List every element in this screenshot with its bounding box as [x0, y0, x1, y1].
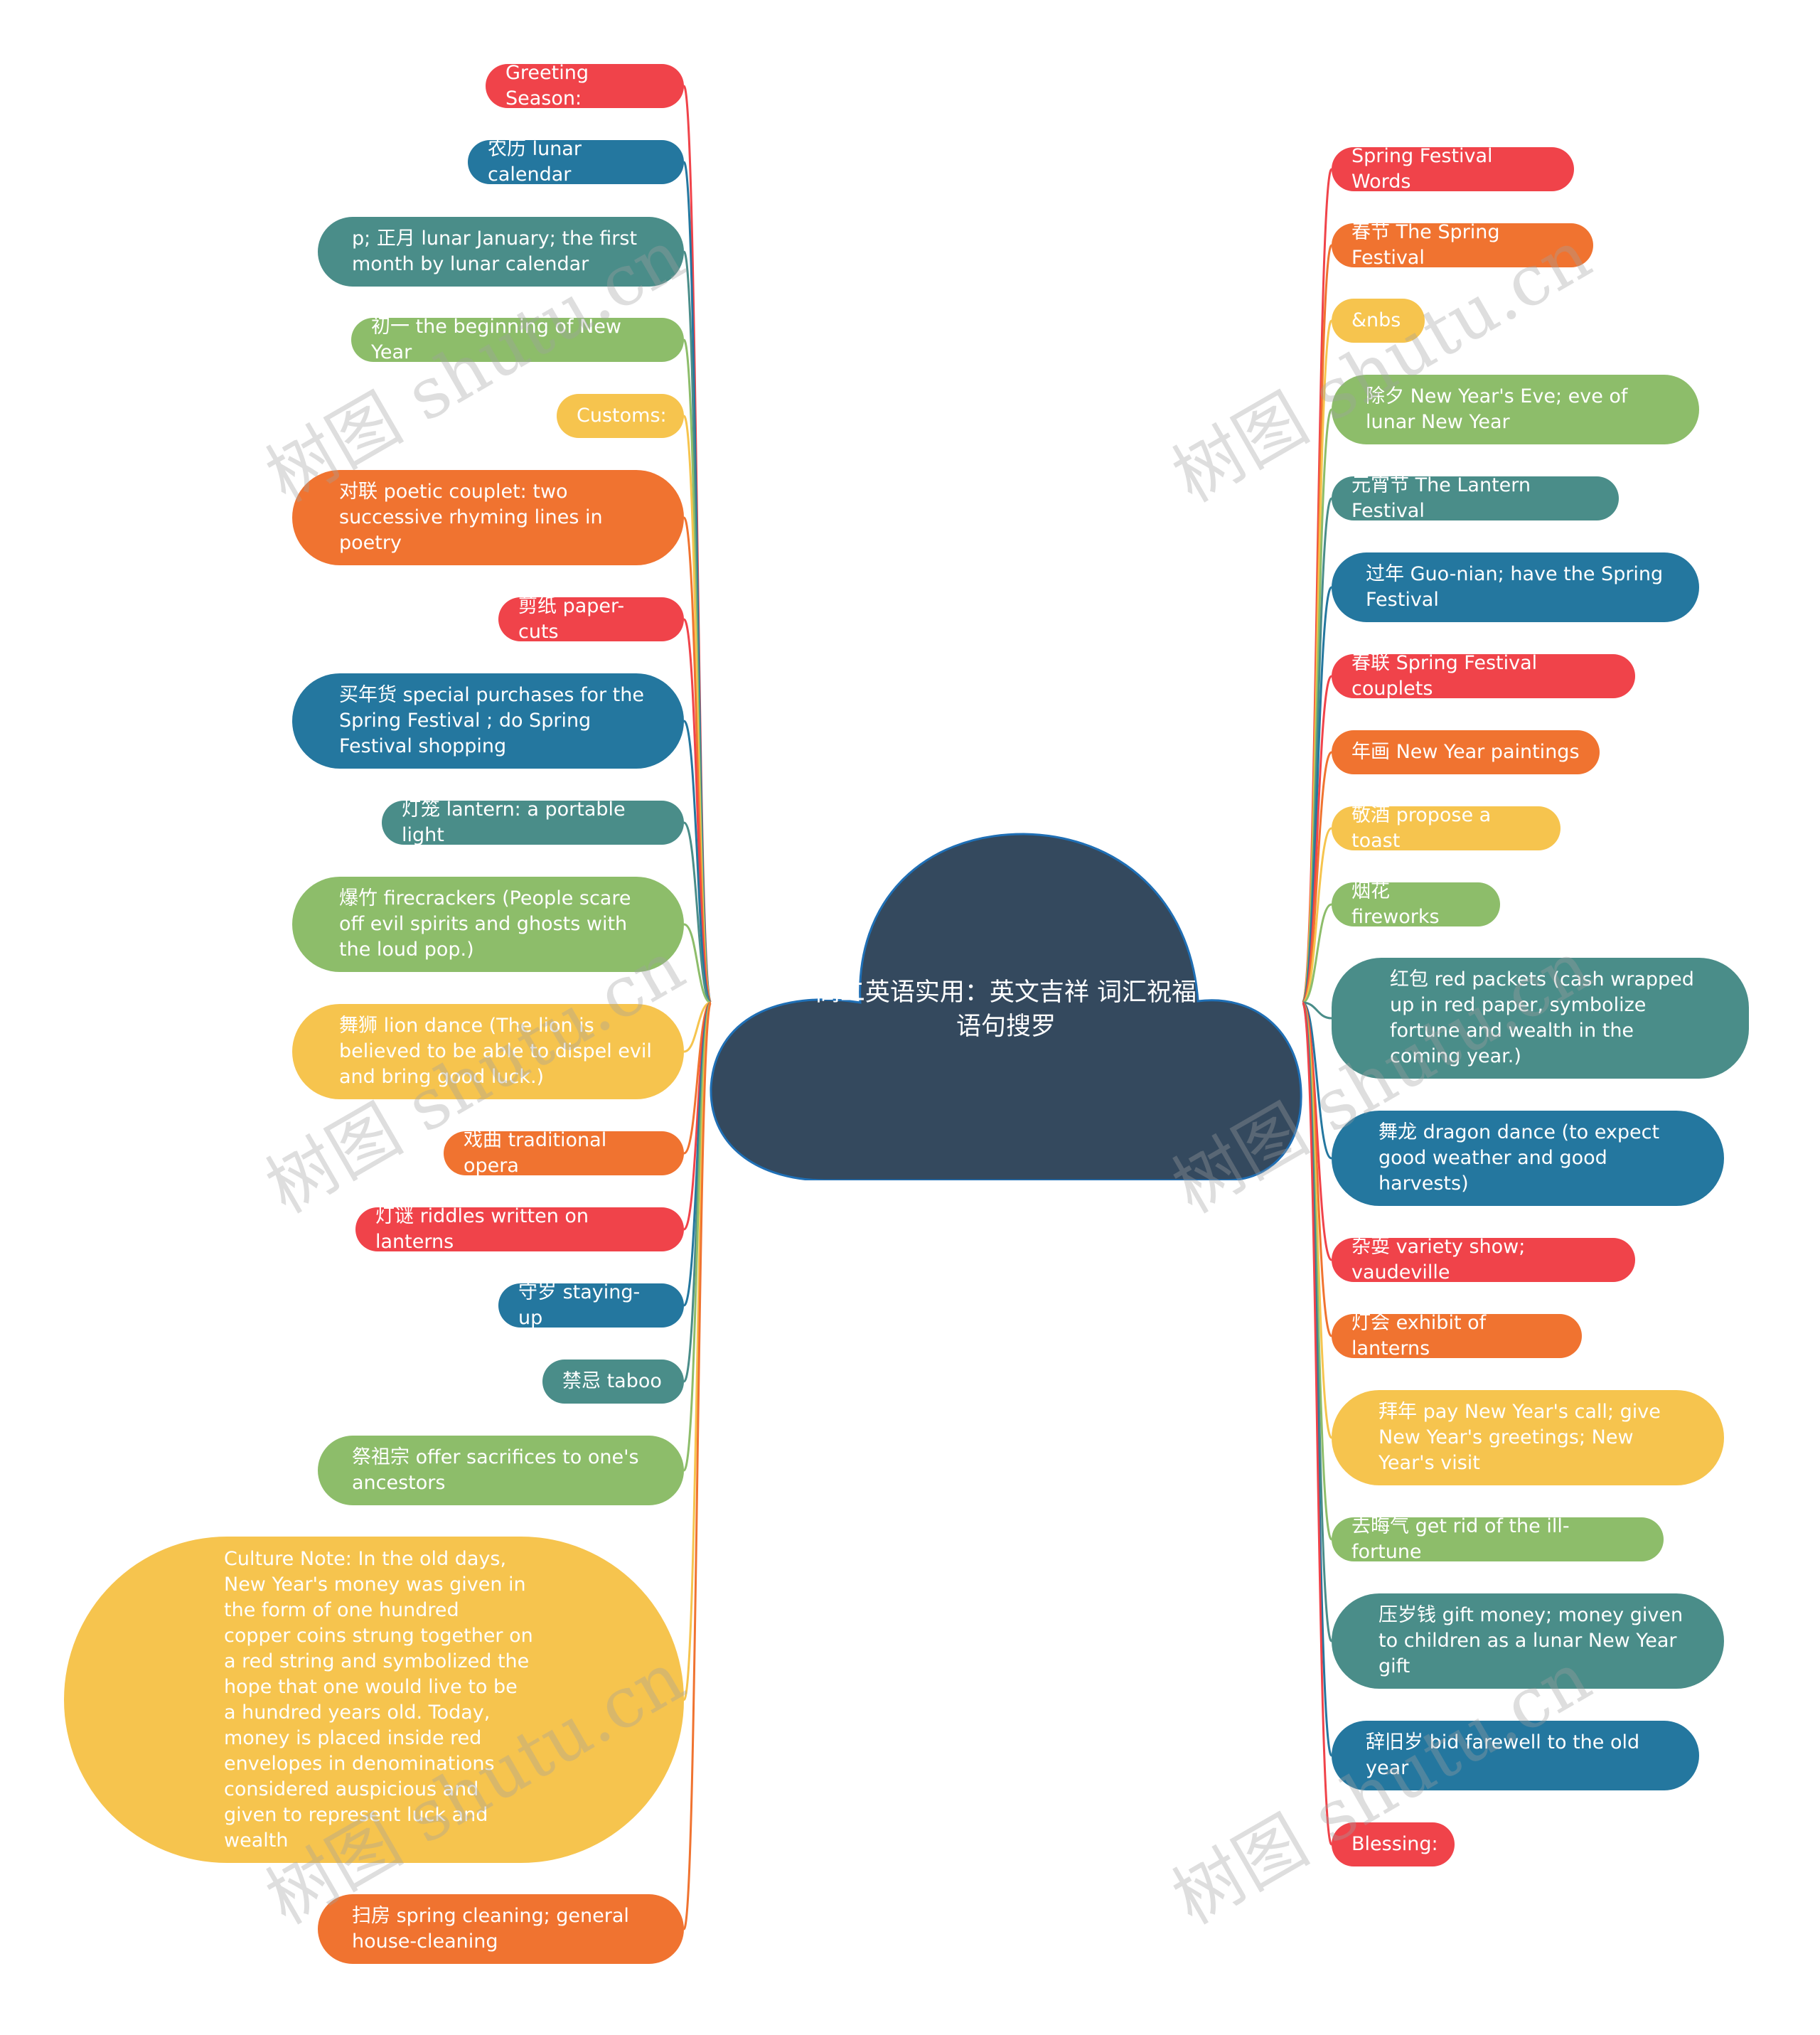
- topic-label: p; 正月 lunar January; the first month by …: [352, 228, 638, 275]
- topic-label: 禁忌 taboo: [562, 1370, 662, 1392]
- left-topic-node[interactable]: 扫房 spring cleaning; general house-cleani…: [318, 1894, 684, 1964]
- left-topic-node[interactable]: 灯谜 riddles written on lanterns: [355, 1205, 684, 1253]
- left-topic-node[interactable]: 灯笼 lantern: a portable light: [382, 798, 684, 846]
- topic-label: Greeting Season:: [505, 62, 589, 110]
- topic-label: 压岁钱 gift money; money given to children …: [1379, 1604, 1684, 1677]
- left-topic-node[interactable]: Customs:: [557, 394, 684, 438]
- topic-label: 舞龙 dragon dance (to expect good weather …: [1379, 1121, 1660, 1195]
- topic-label: 春联 Spring Festival couplets: [1351, 652, 1538, 700]
- topic-label: 红包 red packets (cash wrapped up in red p…: [1390, 968, 1694, 1067]
- left-connector: [683, 821, 712, 1004]
- topic-label: 戏曲 traditional opera: [464, 1129, 607, 1177]
- left-topic-node[interactable]: Culture Note: In the old days, New Year'…: [64, 1537, 684, 1863]
- right-topic-node[interactable]: 压岁钱 gift money; money given to children …: [1332, 1593, 1724, 1689]
- topic-label: 拜年 pay New Year's call; give New Year's …: [1379, 1401, 1661, 1474]
- right-topic-node[interactable]: &nbs: [1332, 299, 1425, 343]
- topic-label: Spring Festival Words: [1351, 145, 1493, 193]
- topic-label: 初一 the beginning of New Year: [371, 316, 621, 363]
- left-topic-node[interactable]: 剪纸 paper-cuts: [498, 595, 684, 643]
- left-connector: [682, 1001, 712, 1930]
- topic-label: Customs:: [577, 405, 667, 427]
- topic-label: 杂耍 variety show; vaudeville: [1351, 1236, 1526, 1283]
- left-topic-node[interactable]: 买年货 special purchases for the Spring Fes…: [292, 673, 684, 769]
- topic-label: 灯会 exhibit of lanterns: [1351, 1312, 1487, 1360]
- topic-label: 烟花 fireworks: [1351, 880, 1440, 928]
- right-connector: [1302, 903, 1332, 1004]
- right-topic-node[interactable]: 烟花 fireworks: [1332, 880, 1500, 928]
- right-topic-node[interactable]: 舞龙 dragon dance (to expect good weather …: [1332, 1111, 1724, 1206]
- right-topic-node[interactable]: 去晦气 get rid of the ill- fortune: [1332, 1515, 1664, 1563]
- topic-label: 农历 lunar calendar: [488, 138, 582, 186]
- topic-label: 祭祖宗 offer sacrifices to one's ancestors: [352, 1446, 639, 1494]
- right-topic-node[interactable]: 春节 The Spring Festival: [1332, 221, 1593, 269]
- left-topic-node[interactable]: 农历 lunar calendar: [468, 138, 684, 186]
- topic-label: 过年 Guo-nian; have the Spring Festival: [1366, 563, 1664, 611]
- root-cloud-shape[interactable]: [707, 832, 1305, 1180]
- topic-label: 元宵节 The Lantern Festival: [1351, 474, 1531, 522]
- topic-label: 灯谜 riddles written on lanterns: [375, 1205, 589, 1253]
- right-topic-node[interactable]: 辞旧岁 bid farewell to the old year: [1332, 1721, 1699, 1790]
- cloud-icon: [710, 833, 1302, 1180]
- topic-label: 敬酒 propose a toast: [1351, 804, 1492, 852]
- right-topic-node[interactable]: 元宵节 The Lantern Festival: [1332, 474, 1619, 522]
- right-topic-node[interactable]: Spring Festival Words: [1332, 145, 1574, 193]
- topic-label: 除夕 New Year's Eve; eve of lunar New Year: [1366, 385, 1628, 433]
- root-topic[interactable]: 高二英语实用：英文吉祥 词汇祝福语句搜罗: [815, 978, 1197, 1041]
- topic-label: Culture Note: In the old days, New Year'…: [224, 1547, 533, 1852]
- right-topic-node[interactable]: 年画 New Year paintings: [1332, 730, 1600, 774]
- topic-label: 剪纸 paper-cuts: [518, 595, 625, 643]
- right-topic-node[interactable]: 过年 Guo-nian; have the Spring Festival: [1332, 552, 1699, 622]
- right-connector: [1302, 827, 1332, 1004]
- left-topic-node[interactable]: Greeting Season:: [486, 62, 684, 110]
- left-connector: [683, 923, 712, 1004]
- left-topic-node[interactable]: 舞狮 lion dance (The lion is believed to b…: [292, 1004, 684, 1099]
- right-topic-node[interactable]: 红包 red packets (cash wrapped up in red p…: [1332, 958, 1749, 1079]
- left-topic-node[interactable]: p; 正月 lunar January; the first month by …: [318, 217, 684, 287]
- topic-label: Blessing:: [1351, 1833, 1438, 1855]
- right-topic-node[interactable]: 春联 Spring Festival couplets: [1332, 652, 1635, 700]
- left-topic-node[interactable]: 对联 poetic couplet: two successive rhymin…: [292, 470, 684, 565]
- topic-label: 对联 poetic couplet: two successive rhymin…: [339, 481, 603, 554]
- right-topic-node[interactable]: 拜年 pay New Year's call; give New Year's …: [1332, 1390, 1724, 1485]
- left-topic-node[interactable]: 守岁 staying-up: [498, 1281, 684, 1329]
- right-topic-node[interactable]: 灯会 exhibit of lanterns: [1332, 1312, 1582, 1360]
- topic-label: 春节 The Spring Festival: [1351, 221, 1500, 269]
- topic-label: 爆竹 firecrackers (People scare off evil s…: [339, 887, 631, 961]
- left-topic-node[interactable]: 初一 the beginning of New Year: [351, 316, 684, 363]
- left-connector: [683, 1001, 712, 1053]
- topic-label: &nbs: [1351, 309, 1401, 331]
- right-topic-node[interactable]: Blessing:: [1332, 1822, 1455, 1866]
- left-connector: [682, 720, 712, 1004]
- right-topic-node[interactable]: 敬酒 propose a toast: [1332, 804, 1561, 852]
- topic-label: 舞狮 lion dance (The lion is believed to b…: [339, 1015, 652, 1088]
- topic-label: 买年货 special purchases for the Spring Fes…: [339, 684, 644, 757]
- topic-label: 年画 New Year paintings: [1351, 741, 1580, 763]
- right-connector: [1302, 1001, 1332, 1020]
- topic-label: 去晦气 get rid of the ill- fortune: [1351, 1515, 1570, 1563]
- topic-label: 守岁 staying-up: [518, 1281, 641, 1329]
- topic-label: 辞旧岁 bid farewell to the old year: [1366, 1731, 1640, 1779]
- topic-label: 灯笼 lantern: a portable light: [402, 798, 626, 846]
- topic-label: 扫房 spring cleaning; general house-cleani…: [352, 1905, 629, 1953]
- right-topic-node[interactable]: 杂耍 variety show; vaudeville: [1332, 1236, 1635, 1283]
- left-topic-node[interactable]: 祭祖宗 offer sacrifices to one's ancestors: [318, 1436, 684, 1505]
- left-topic-node[interactable]: 禁忌 taboo: [542, 1360, 684, 1404]
- left-topic-node[interactable]: 爆竹 firecrackers (People scare off evil s…: [292, 877, 684, 972]
- right-connector: [1301, 1001, 1333, 1846]
- right-topic-node[interactable]: 除夕 New Year's Eve; eve of lunar New Year: [1332, 375, 1699, 444]
- left-topic-node[interactable]: 戏曲 traditional opera: [444, 1129, 684, 1177]
